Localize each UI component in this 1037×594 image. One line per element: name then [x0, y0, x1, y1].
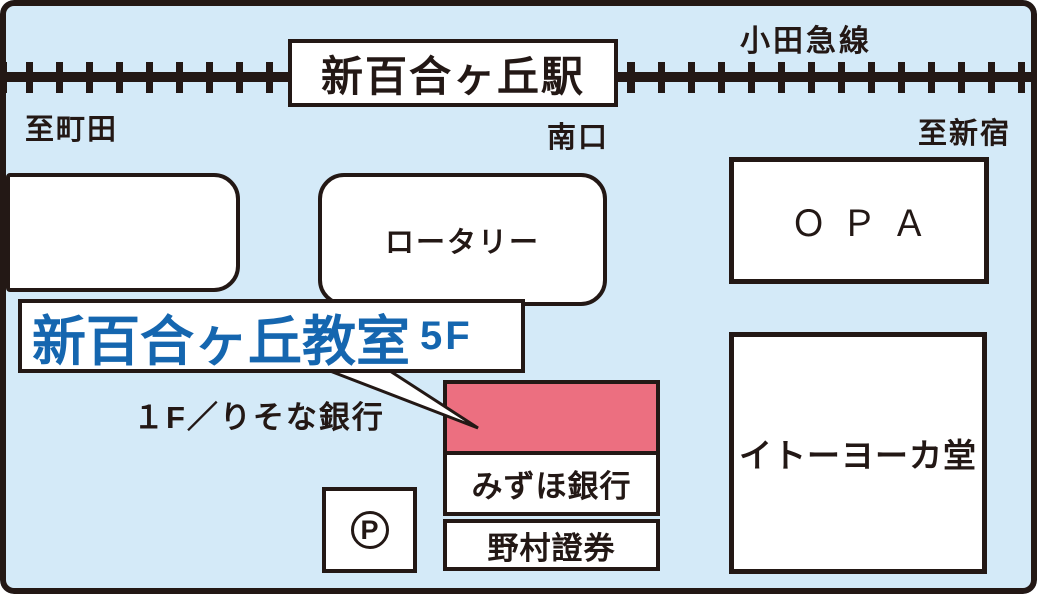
destination-name: 新百合ヶ丘教室 [32, 311, 410, 372]
itoyokado-label: イトーヨーカ堂 [739, 437, 977, 474]
destination-floor: 5F [420, 313, 473, 358]
destination-callout: 新百合ヶ丘教室 5F [18, 299, 525, 373]
opa-label: ＯＰＡ [790, 202, 942, 244]
railway-track-right [612, 62, 1033, 93]
rotary-label: ロータリー [384, 226, 540, 259]
railway-track-left [4, 62, 300, 93]
station-box: 新百合ヶ丘駅 [288, 39, 618, 107]
ground-floor-note: １F／りそな銀行 [133, 400, 385, 435]
unnamed-building [6, 173, 240, 292]
nomura-label: 野村證券 [487, 530, 616, 566]
rotary-area: ロータリー [318, 173, 607, 306]
target-building [443, 380, 660, 455]
station-name: 新百合ヶ丘駅 [320, 52, 585, 100]
nomura-securities-building: 野村證券 [443, 519, 660, 571]
mizuho-bank-building: みずほ銀行 [443, 451, 660, 516]
direction-machida-label: 至町田 [25, 114, 119, 146]
parking-letter: P [360, 514, 379, 545]
direction-shinjuku-label: 至新宿 [918, 118, 1012, 150]
south-exit-label: 南口 [547, 122, 610, 154]
mizuho-label: みずほ銀行 [471, 469, 632, 504]
railway-line-label: 小田急線 [740, 25, 872, 58]
opa-building: ＯＰＡ [729, 157, 989, 284]
itoyokado-building: イトーヨーカ堂 [729, 332, 987, 574]
parking-icon: P [350, 511, 389, 549]
parking-building: P [322, 487, 417, 573]
